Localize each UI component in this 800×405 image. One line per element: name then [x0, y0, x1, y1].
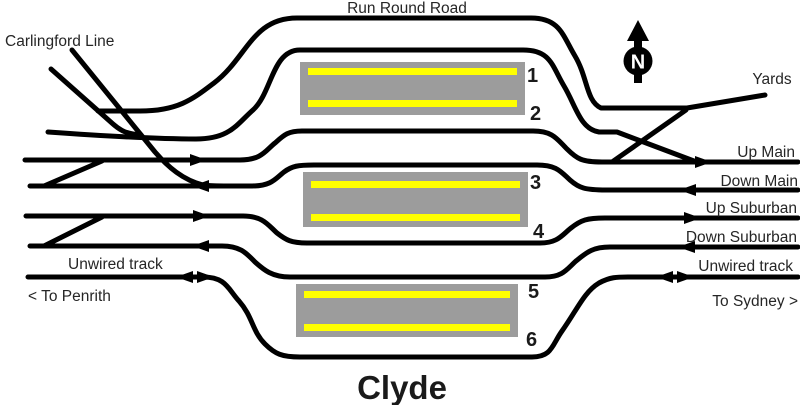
platform-face-2-number: 2 [530, 103, 541, 125]
crossover-up-main-yards [609, 107, 689, 165]
down-main-left-arrow [192, 180, 209, 192]
platform-1-2 [300, 62, 525, 115]
north-arrow-icon [627, 20, 649, 50]
platform-face-6-number: 6 [526, 329, 537, 351]
platform-5-6 [296, 284, 518, 337]
unwired-track-left-label: Unwired track [68, 256, 163, 273]
platform-face-4-number: 4 [533, 221, 545, 243]
track-unwired-platform-6-road [25, 274, 800, 360]
compass-needle-tail [634, 72, 642, 83]
platform-4-edge-stripe [311, 214, 520, 221]
platform-face-5-number: 5 [528, 281, 539, 303]
compass-letter: N [631, 52, 645, 74]
run-round-road-label: Run Round Road [347, 0, 467, 17]
down-main-right-arrow [679, 184, 696, 196]
up-main-left-arrow [190, 154, 207, 166]
down-suburban-left-arrow [192, 240, 209, 252]
up-suburban-right-arrow [684, 212, 701, 224]
crossover-down-main-up-main [41, 158, 105, 189]
compass-circle [623, 46, 653, 76]
to-penrith-label: < To Penrith [28, 288, 111, 305]
track-platform-1-road [45, 47, 697, 164]
down-main-label: Down Main [720, 173, 798, 190]
unwired-left-double-arrow [176, 271, 214, 283]
up-main-label: Up Main [737, 144, 795, 161]
platform-3-edge-stripe [311, 181, 520, 188]
platform-6-edge-stripe [304, 324, 510, 331]
north-compass: N [623, 20, 653, 83]
up-suburban-label: Up Suburban [706, 200, 797, 217]
down-suburban-right-arrow [678, 241, 695, 253]
track-down-main-platform-3-road [27, 162, 800, 193]
platform-3-4 [303, 172, 528, 227]
platform-islands [296, 62, 528, 337]
platform-face-1-number: 1 [527, 65, 538, 87]
crossover-down-suburban-up-suburban [41, 214, 105, 249]
platform-2-edge-stripe [308, 100, 517, 107]
tracks [22, 15, 800, 360]
track-down-suburban-platform-5-road [27, 243, 800, 280]
down-suburban-label: Down Suburban [686, 229, 797, 246]
station-title: Clyde [357, 369, 447, 405]
platform-1-edge-stripe [308, 68, 517, 75]
track-carlingford-line-2 [48, 66, 144, 138]
up-suburban-left-arrow [193, 210, 210, 222]
yards-label: Yards [752, 71, 792, 88]
platform-face-3-number: 3 [530, 172, 541, 194]
labels: Run Round Road Carlingford Line Yards Up… [5, 0, 798, 405]
track-run-round-road-and-yards [95, 15, 768, 114]
unwired-track-right-label: Unwired track [698, 258, 793, 275]
track-up-main-platform-2-road [22, 128, 800, 165]
track-up-suburban-platform-4-road [23, 213, 800, 246]
up-main-right-arrow [695, 156, 712, 168]
direction-arrows [176, 154, 712, 283]
to-sydney-label: To Sydney > [712, 293, 798, 310]
unwired-right-double-arrow [656, 271, 694, 283]
carlingford-line-label: Carlingford Line [5, 33, 114, 50]
platform-5-edge-stripe [304, 291, 510, 298]
